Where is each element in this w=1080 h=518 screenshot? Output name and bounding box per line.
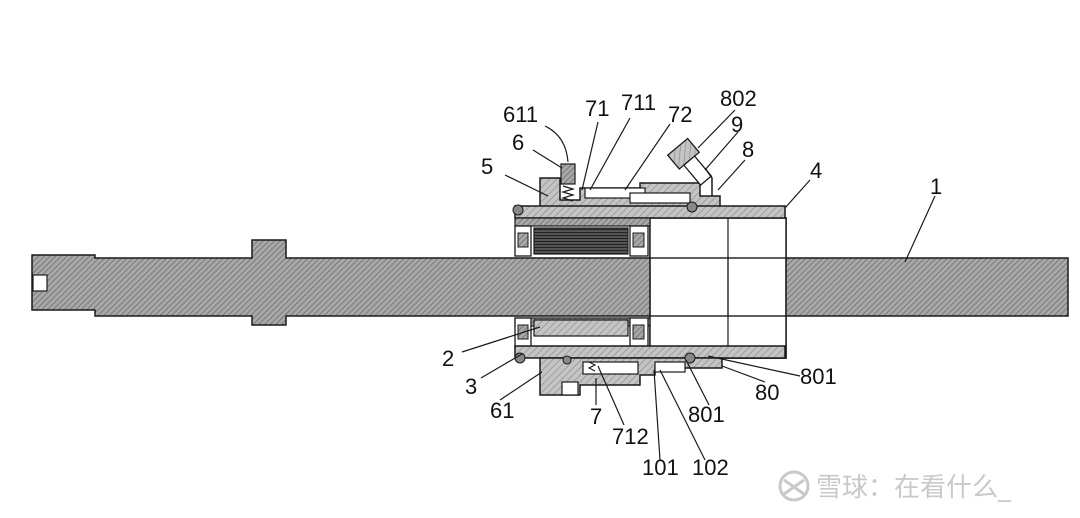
coil-upper [533, 227, 629, 255]
label-101: 101 [642, 455, 679, 480]
label-801-bottom: 801 [688, 402, 725, 427]
label-61: 61 [490, 398, 514, 423]
label-71: 71 [585, 96, 609, 121]
label-1: 1 [930, 174, 942, 199]
valve-9 [666, 137, 713, 186]
label-712: 712 [612, 424, 649, 449]
label-2: 2 [442, 346, 454, 371]
label-6: 6 [512, 130, 524, 155]
label-7: 7 [590, 404, 602, 429]
label-802: 802 [720, 86, 757, 111]
screw-6 [560, 163, 576, 185]
shaft-end-slot [32, 274, 48, 292]
label-611: 611 [503, 102, 538, 127]
inner-ring-lower [533, 319, 629, 337]
snowball-logo-icon [778, 470, 810, 502]
label-4: 4 [810, 158, 822, 183]
watermark: 雪球：在看什么_ [778, 470, 1012, 503]
label-9: 9 [731, 112, 743, 137]
label-801-right: 801 [800, 364, 837, 389]
label-80: 80 [755, 380, 779, 405]
shaft-body [31, 239, 1069, 326]
watermark-text: 雪球：在看什么_ [816, 473, 1012, 503]
label-711: 711 [621, 90, 656, 115]
label-72: 72 [668, 102, 692, 127]
label-8: 8 [742, 137, 754, 162]
label-3: 3 [465, 374, 477, 399]
leader-lines [461, 109, 936, 461]
label-5: 5 [481, 154, 493, 179]
label-102: 102 [692, 455, 729, 480]
